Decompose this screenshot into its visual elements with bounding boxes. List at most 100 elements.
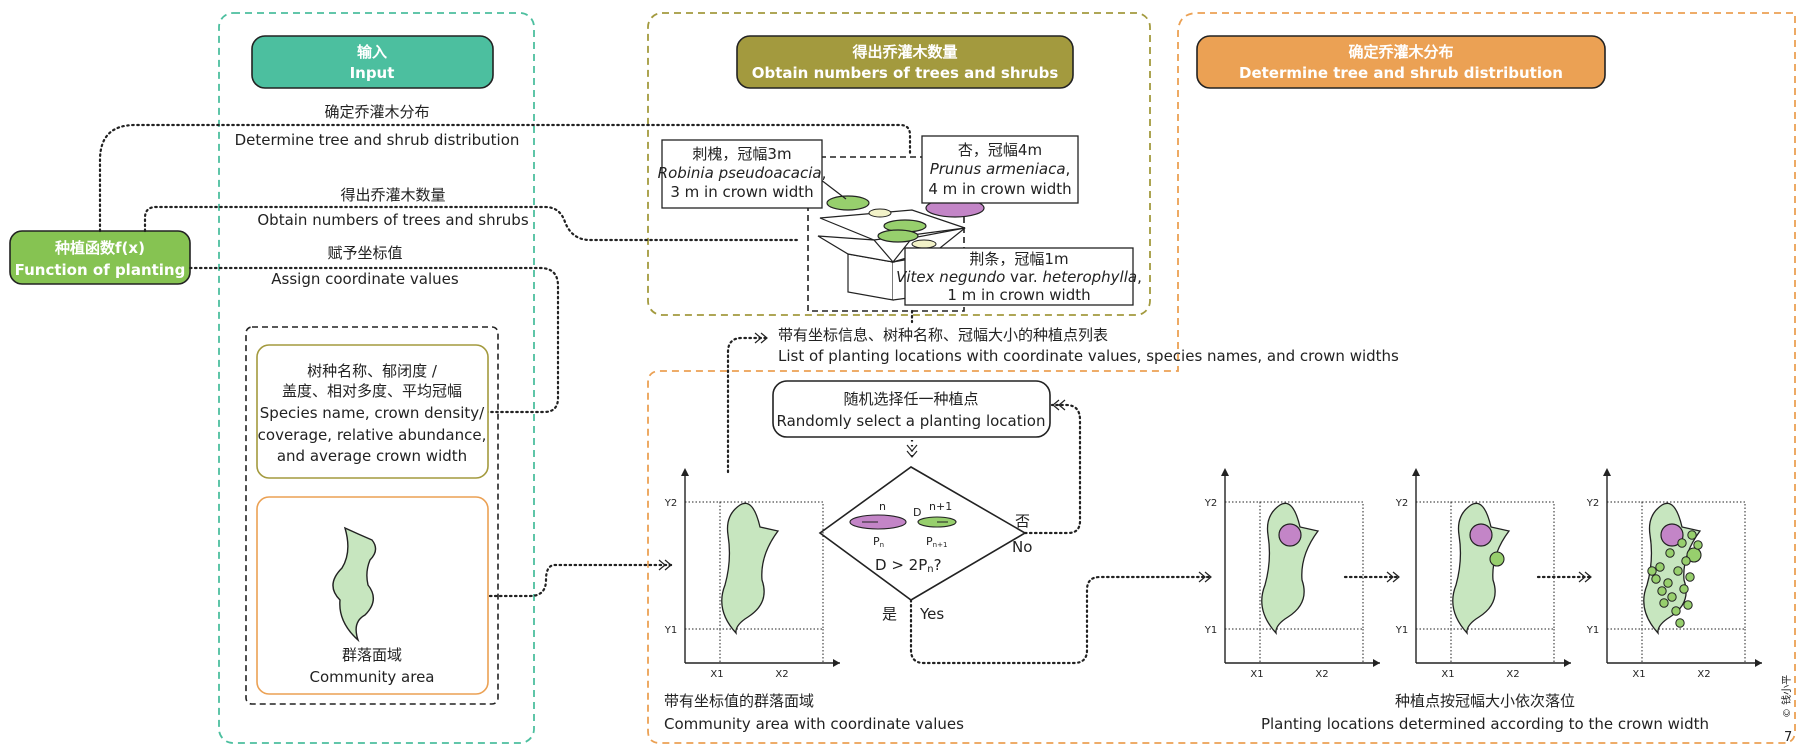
decision-diamond: n D n+1 Pn Pn+1 D > 2Pn? <box>818 466 1027 601</box>
community-area-shape <box>332 526 377 643</box>
tick-y1: Y1 <box>1395 625 1408 636</box>
community-area-box: 群落面域 Community area <box>256 496 489 695</box>
robinia-zh: 刺槐，冠幅3m <box>692 145 791 163</box>
vitex-planting-point <box>1673 566 1683 576</box>
decision-yes-en: Yes <box>919 605 944 623</box>
input-header-en: Input <box>350 64 395 82</box>
tick-y2: Y2 <box>664 498 677 509</box>
tick-y2: Y2 <box>1204 498 1217 509</box>
tick-x2: X2 <box>1315 669 1328 680</box>
decision-pn-sub: n <box>880 541 884 549</box>
distribution-header: 确定乔灌木分布 Determine tree and shrub distrib… <box>1196 35 1606 89</box>
label-obtain-zh: 得出乔灌木数量 <box>340 186 445 204</box>
connector-determine <box>98 123 912 233</box>
decision-d: D <box>913 506 921 519</box>
y-axis-arrowhead <box>1412 468 1420 476</box>
species-info-line-1: 树种名称、郁闭度 / <box>307 362 438 380</box>
species-info-line-3: Species name, crown density/ <box>260 404 485 422</box>
x-axis-arrowhead <box>833 659 840 667</box>
robinia-en: 3 m in crown width <box>670 183 813 201</box>
tick-y2: Y2 <box>1586 498 1599 509</box>
connector-obtain <box>143 205 802 242</box>
community-area-zh: 群落面域 <box>342 646 402 664</box>
vitex-latin-2: heterophylla <box>1042 268 1137 286</box>
tick-y1: Y1 <box>664 625 677 636</box>
x-axis-arrowhead <box>1564 659 1571 667</box>
community-area-shape <box>1643 502 1702 635</box>
y-axis-arrowhead <box>681 468 689 476</box>
decision-pn: P <box>873 535 880 548</box>
vitex-planting-point <box>1677 538 1687 548</box>
distribution-section-frame <box>647 12 1796 744</box>
distribution-header-zh: 确定乔灌木分布 <box>1348 43 1453 61</box>
vitex-label: 荆条，冠幅1m Vitex negundo var. heterophylla,… <box>896 247 1142 306</box>
random-select-en: Randomly select a planting location <box>777 412 1046 430</box>
community-area-shape <box>1261 502 1320 635</box>
vitex-zh: 荆条，冠幅1m <box>969 250 1068 268</box>
species-info-line-5: and average crown width <box>277 447 467 465</box>
trees-header-zh: 得出乔灌木数量 <box>851 43 957 61</box>
vitex-latin: Vitex negundo <box>896 268 1005 286</box>
bottom-right-zh: 种植点按冠幅大小依次落位 <box>1395 692 1575 710</box>
prunus-planting-point <box>1660 523 1684 547</box>
prunus-planting-point <box>1278 523 1302 547</box>
green-crown-low <box>877 229 919 243</box>
species-info-line-4: coverage, relative abundance, <box>258 426 487 444</box>
list-label-en: List of planting locations with coordina… <box>778 347 1399 365</box>
trees-header: 得出乔灌木数量 Obtain numbers of trees and shru… <box>736 35 1074 89</box>
random-select-zh: 随机选择任一种植点 <box>843 390 978 408</box>
vitex-planting-point <box>1665 548 1675 558</box>
vitex-planting-point <box>1663 578 1673 588</box>
vitex-planting-point <box>1659 598 1669 608</box>
input-header: 输入 Input <box>251 35 494 89</box>
function-label-zh: 种植函数f(x) <box>54 239 145 257</box>
robinia-planting-point <box>1686 547 1702 563</box>
distribution-header-en: Determine tree and shrub distribution <box>1239 64 1563 82</box>
bottom-right-en: Planting locations determined according … <box>1261 715 1709 733</box>
random-select-box: 随机选择任一种植点 Randomly select a planting loc… <box>772 380 1051 438</box>
svg-text:Robinia pseudoacacia,: Robinia pseudoacacia, <box>658 164 827 182</box>
tick-x1: X1 <box>710 669 723 680</box>
bounding-rect <box>1641 501 1746 630</box>
copyright-text: © 钱小平 <box>1780 675 1793 718</box>
prunus-zh: 杏，冠幅4m <box>958 141 1042 159</box>
vitex-planting-point <box>1683 600 1693 610</box>
tick-y1: Y1 <box>1586 625 1599 636</box>
vitex-planting-point <box>1671 606 1681 616</box>
svg-text:D > 2Pn?: D > 2Pn? <box>875 556 942 575</box>
prunus-planting-point <box>1469 523 1493 547</box>
species-info-box: 树种名称、郁闭度 / 盖度、相对多度、平均冠幅 Species name, cr… <box>256 344 489 479</box>
vitex-planting-point <box>1657 586 1667 596</box>
svg-text:Prunus armeniaca,: Prunus armeniaca, <box>930 160 1071 178</box>
label-assign-zh: 赋予坐标值 <box>327 244 402 262</box>
decision-cond-main: D > 2P <box>875 556 927 574</box>
community-area-en: Community area <box>309 668 434 686</box>
prunus-label: 杏，冠幅4m Prunus armeniaca, 4 m in crown wi… <box>921 135 1079 204</box>
vitex-planting-point <box>1681 556 1691 566</box>
trees-header-en: Obtain numbers of trees and shrubs <box>752 64 1059 82</box>
species-info-line-2: 盖度、相对多度、平均冠幅 <box>282 382 462 400</box>
decision-cond-end: ? <box>934 556 942 574</box>
robinia-latin: Robinia pseudoacacia <box>658 164 822 182</box>
robinia-planting-point <box>1489 551 1505 567</box>
vitex-planting-point <box>1667 592 1677 602</box>
vitex-en: 1 m in crown width <box>947 286 1090 304</box>
bounding-rect <box>719 501 824 630</box>
tick-x2: X2 <box>775 669 788 680</box>
tick-y1: Y1 <box>1204 625 1217 636</box>
connector-no <box>1023 399 1082 535</box>
label-assign-en: Assign coordinate values <box>271 270 459 288</box>
tick-y2: Y2 <box>1395 498 1408 509</box>
x-axis-arrowhead <box>1373 659 1380 667</box>
list-label-zh: 带有坐标信息、树种名称、冠幅大小的种植点列表 <box>778 326 1108 344</box>
prunus-latin: Prunus armeniaca <box>930 160 1066 178</box>
decision-n1: n+1 <box>929 500 952 513</box>
vitex-planting-point <box>1687 530 1697 540</box>
decision-no-en: No <box>1012 538 1032 556</box>
vitex-crown <box>911 239 937 249</box>
function-of-planting-box: 种植函数f(x) Function of planting <box>9 230 191 285</box>
vitex-planting-point <box>1647 566 1657 576</box>
decision-cond-sub: n <box>927 564 933 575</box>
decision-pn1: P <box>926 535 933 548</box>
